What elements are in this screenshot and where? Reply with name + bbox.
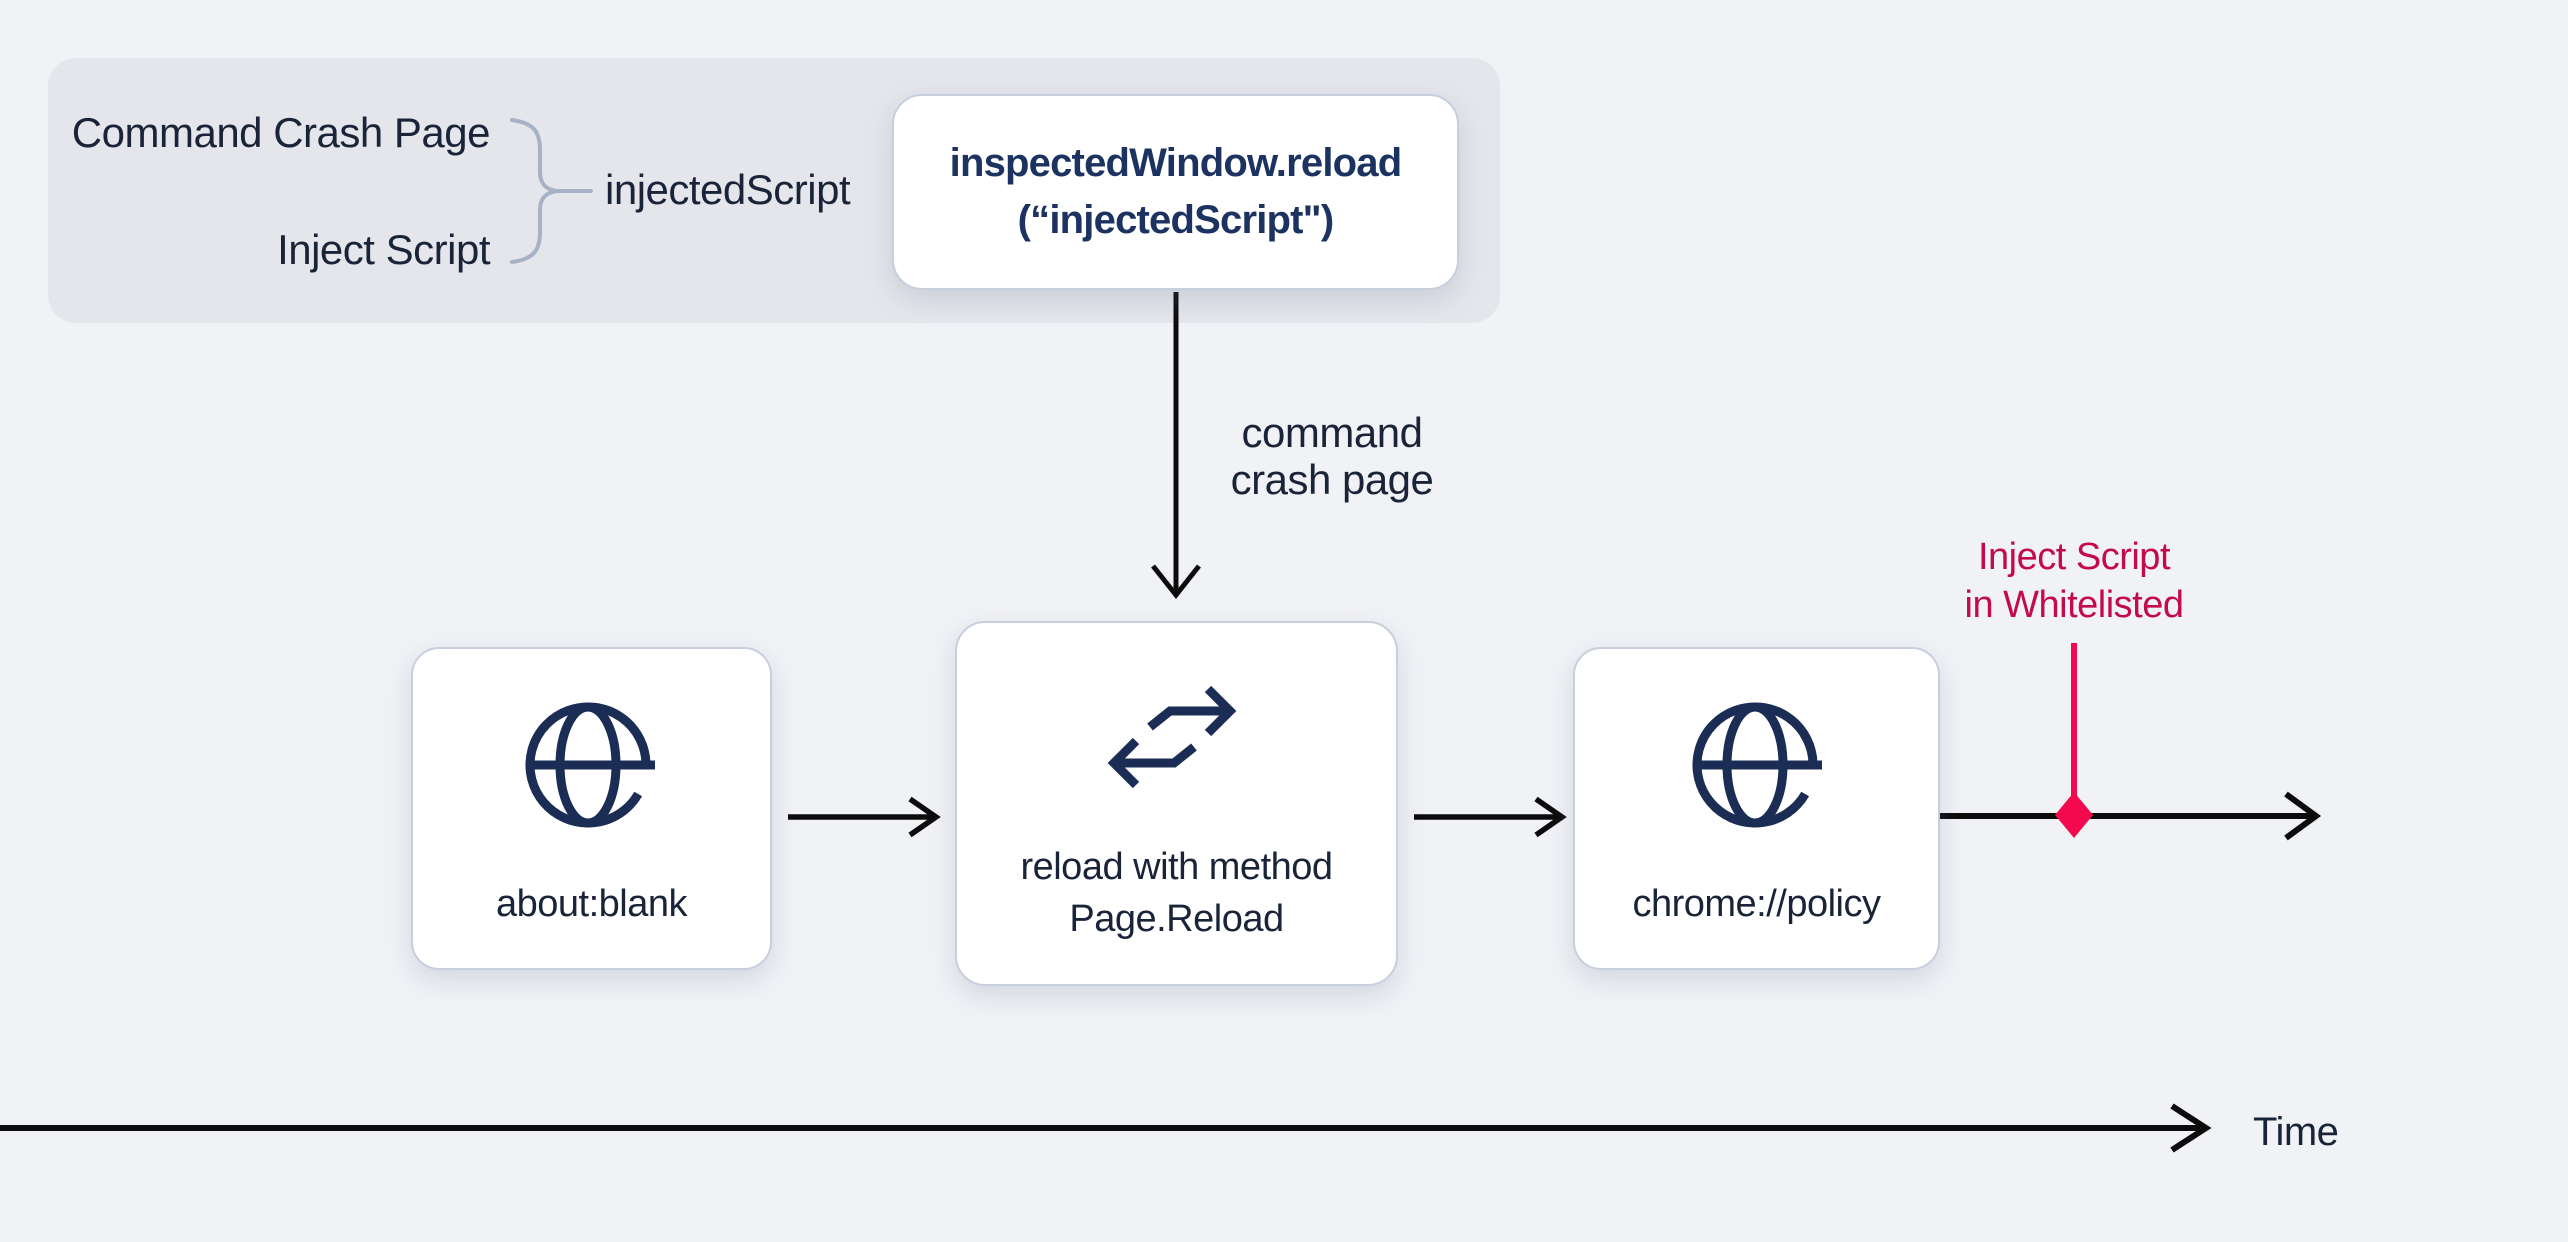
command-arrow-label-line1: command: [1241, 409, 1423, 456]
node-reload-label-line2: Page.Reload: [1069, 898, 1284, 940]
api-call-line2: (“injectedScript"): [1017, 198, 1335, 242]
command-arrow-label-line2: crash page: [1230, 456, 1434, 503]
api-call-line1: inspectedWindow.reload: [949, 141, 1403, 185]
command-arrow: [1151, 292, 1201, 600]
command-arrow-label: command crash page: [1132, 409, 1532, 503]
globe-icon: [525, 702, 655, 828]
node-chrome-policy: [1573, 647, 1940, 970]
inject-marker-label: Inject Script in Whitelisted: [1874, 533, 2274, 629]
api-call-box: inspectedWindow.reload (“injectedScript"…: [892, 94, 1459, 290]
node-reload: [955, 621, 1398, 986]
time-axis-arrow: [0, 1103, 2212, 1153]
inject-marker-label-line1: Inject Script: [1977, 536, 2171, 578]
node-reload-label: reload with method Page.Reload: [955, 841, 1398, 945]
node-reload-label-line1: reload with method: [1020, 846, 1333, 888]
time-axis-label: Time: [2253, 1110, 2339, 1154]
legend-item-command-crash-page: Command Crash Page: [71, 109, 491, 156]
brace-connector: [510, 118, 593, 264]
inject-marker-label-line2: in Whitelisted: [1964, 584, 2184, 626]
legend-item-inject-script: Inject Script: [277, 226, 490, 273]
flow-arrow-2: [1414, 796, 1567, 838]
node-about-blank-label: about:blank: [496, 883, 688, 925]
flow-arrow-1: [788, 796, 941, 838]
flow-arrow-continuation: [1940, 791, 2322, 841]
inject-marker-diamond: [2055, 792, 2093, 838]
merged-param-label: injectedScript: [605, 166, 851, 213]
swap-arrows-icon: [1107, 685, 1237, 789]
node-about-blank: [411, 647, 772, 970]
globe-icon: [1692, 702, 1822, 828]
node-chrome-policy-label: chrome://policy: [1632, 883, 1881, 925]
